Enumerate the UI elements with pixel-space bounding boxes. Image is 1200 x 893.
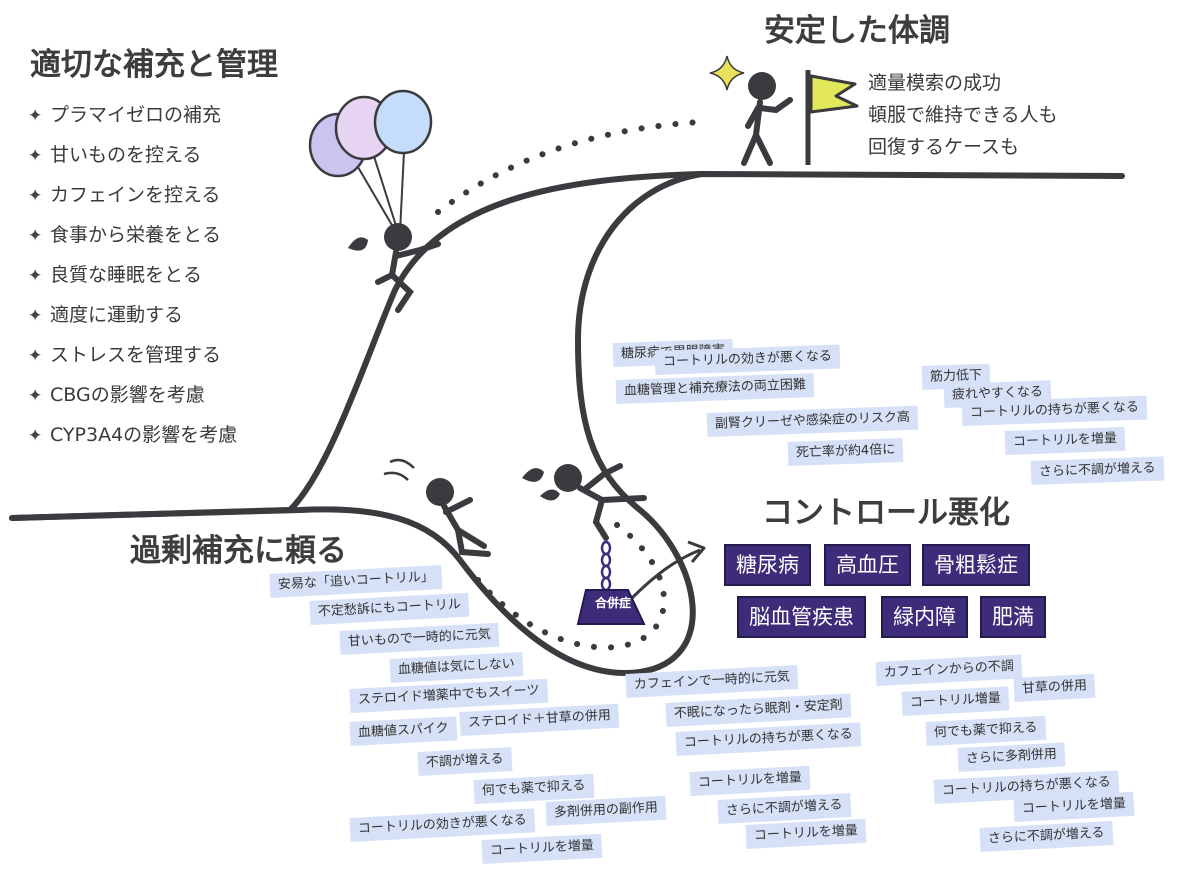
- star-bullet-icon: ✦: [28, 386, 43, 406]
- sweat-drop-icon-2: [522, 468, 544, 482]
- heading-worsening: コントロール悪化: [762, 495, 1010, 531]
- heading-over-reliance: 過剰補充に頼る: [130, 533, 347, 569]
- star-bullet-icon: ✦: [28, 266, 43, 286]
- star-bullet-icon: ✦: [28, 426, 43, 446]
- stable-note: 頓服で維持できる人も: [868, 104, 1058, 126]
- sparkle-icon: [709, 55, 745, 91]
- motion-lines-icon: [383, 458, 415, 481]
- star-bullet-icon: ✦: [28, 106, 43, 126]
- balloon-icon: [308, 89, 433, 233]
- valley-line: [9, 171, 705, 676]
- flag-icon: [805, 70, 859, 165]
- arrow-to-diseases: [628, 548, 701, 602]
- disease-badge: 糖尿病: [724, 544, 811, 586]
- star-bullet-icon: ✦: [28, 146, 43, 166]
- management-item: ✦ストレスを管理する: [28, 340, 237, 380]
- dotted-path-down: [475, 517, 667, 651]
- management-item: ✦甘いものを控える: [28, 140, 237, 180]
- management-item: ✦CYP3A4の影響を考慮: [28, 420, 237, 460]
- dotted-path-up: [435, 119, 703, 215]
- stable-note: 適量模索の成功: [868, 72, 1002, 94]
- sweat-drop-icon-3: [540, 489, 560, 501]
- star-bullet-icon: ✦: [28, 226, 43, 246]
- sweat-drop-icon: [348, 237, 368, 251]
- chain-icon: [600, 540, 612, 592]
- star-bullet-icon: ✦: [28, 346, 43, 366]
- disease-badge: 肥満: [980, 596, 1046, 638]
- falling-figure-icon: [554, 463, 647, 541]
- tag: 甘草の併用: [1013, 673, 1096, 702]
- stick-figure-icon: [741, 72, 793, 166]
- management-item: ✦食事から栄養をとる: [28, 220, 237, 260]
- heading-stable: 安定した体調: [764, 13, 950, 49]
- disease-badge: 骨粗鬆症: [922, 544, 1030, 586]
- stable-notes: 適量模索の成功 頓服で維持できる人も 回復するケースも: [868, 68, 1058, 164]
- tag: コートリルを増量: [1004, 426, 1126, 455]
- complication-weight-label: 合併症: [594, 596, 631, 610]
- management-item: ✦CBGの影響を考慮: [28, 380, 237, 420]
- arrow-head-icon: [687, 540, 706, 563]
- climbing-figure-icon: [375, 223, 441, 313]
- heading-management: 適切な補充と管理: [30, 47, 278, 83]
- star-bullet-icon: ✦: [28, 306, 43, 326]
- management-item: ✦プラマイゼロの補充: [28, 100, 237, 140]
- management-item: ✦良質な睡眠をとる: [28, 260, 237, 300]
- disease-badge: 緑内障: [881, 596, 968, 638]
- management-item: ✦適度に運動する: [28, 300, 237, 340]
- management-item: ✦カフェインを控える: [28, 180, 237, 220]
- disease-badge: 脳血管疾患: [737, 596, 866, 638]
- management-list: ✦プラマイゼロの補充 ✦甘いものを控える ✦カフェインを控える ✦食事から栄養を…: [28, 100, 237, 460]
- tag: 死亡率が約4倍に: [787, 437, 904, 466]
- tag: 不調が増える: [417, 747, 513, 776]
- stable-note: 回復するケースも: [868, 136, 1020, 158]
- star-bullet-icon: ✦: [28, 186, 43, 206]
- disease-badge: 高血圧: [824, 544, 911, 586]
- weight-icon: [576, 589, 646, 625]
- sliding-figure-icon: [426, 478, 491, 557]
- main-track-line: [9, 170, 1125, 521]
- tag: さらに不調が増える: [1030, 456, 1164, 485]
